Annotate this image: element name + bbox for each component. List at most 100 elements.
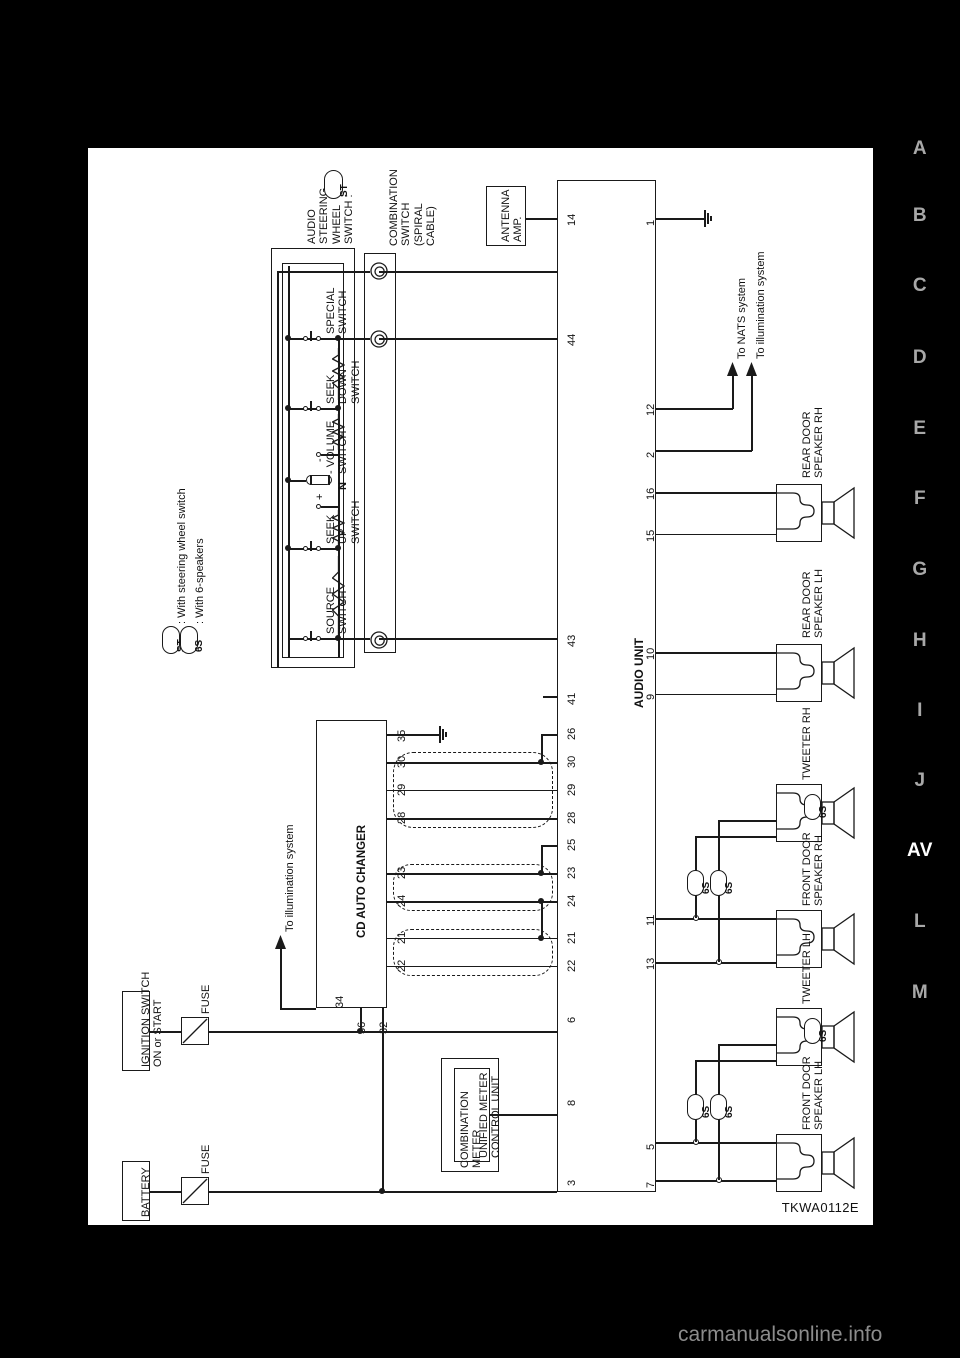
audio-unit-pin-21: 21 bbox=[566, 931, 578, 944]
rail-item-a[interactable]: A bbox=[912, 138, 928, 159]
arrow-to-illumination-left-icon bbox=[275, 935, 286, 949]
pin12-wire-vert bbox=[732, 376, 734, 409]
rail-item-l[interactable]: L bbox=[913, 911, 927, 932]
seek-down-junction-right bbox=[335, 405, 341, 411]
audio-unit-pin-24: 24 bbox=[566, 894, 578, 907]
fuse-ignition bbox=[181, 1017, 209, 1045]
unified-meter-control-unit-box bbox=[454, 1068, 490, 1162]
rail-item-g[interactable]: G bbox=[912, 559, 928, 580]
antenna-amp-box bbox=[486, 186, 526, 246]
cd-wire-23 bbox=[387, 873, 557, 875]
wiring-diagram-canvas: ST : With steering wheel switch 6S : Wit… bbox=[88, 148, 873, 1225]
rail-item-h[interactable]: H bbox=[912, 630, 928, 651]
rail-item-c[interactable]: C bbox=[912, 275, 928, 296]
audio-unit-pin-29: 29 bbox=[566, 783, 578, 796]
rail-item-e[interactable]: E bbox=[913, 418, 927, 439]
front-door-speaker-rh-body bbox=[776, 910, 822, 968]
rear-door-speaker-lh-cone-icon bbox=[822, 646, 855, 700]
battery-box bbox=[122, 1161, 150, 1221]
seek-up-junction-left bbox=[285, 545, 291, 551]
cd-pin35-ground-wire bbox=[387, 734, 439, 736]
audio-unit-pin-14: 14 bbox=[566, 213, 578, 226]
shield3-junction bbox=[538, 935, 544, 941]
rail-item-b[interactable]: B bbox=[912, 205, 928, 226]
legend-symbol-6s-pill: 6S bbox=[180, 626, 205, 654]
rail-item-j[interactable]: J bbox=[914, 770, 926, 791]
rail-item-av[interactable]: AV bbox=[907, 840, 933, 861]
cd-shield1-to-pin26 bbox=[541, 734, 543, 763]
legend-text-st: : With steering wheel switch bbox=[176, 488, 188, 624]
audio-unit-pin-23: 23 bbox=[566, 866, 578, 879]
source-contact-a bbox=[303, 635, 308, 641]
cd-wire-21 bbox=[387, 938, 557, 939]
audio-steering-wheel-switch-box bbox=[271, 248, 355, 668]
volume-plus-sign: + bbox=[314, 493, 326, 500]
cd-pin34-wire bbox=[280, 1008, 316, 1010]
pin-stub-44 bbox=[543, 338, 557, 340]
tweeter-lh-tag: 6S bbox=[817, 1029, 829, 1042]
ignition-wire-a bbox=[150, 1031, 181, 1033]
special-switch-line bbox=[288, 338, 338, 340]
to-illumination-right-label: To illumination system bbox=[755, 251, 767, 359]
combination-switch-spiral-cable-box bbox=[364, 253, 396, 653]
branch-tag-6s-rh-a-pill: 6S bbox=[687, 870, 712, 896]
pin1-ground-wire bbox=[656, 218, 704, 220]
shield1-junction bbox=[538, 759, 544, 765]
to-illumination-left-label: To illumination system bbox=[284, 824, 296, 932]
rail-item-i[interactable]: I bbox=[917, 700, 923, 721]
wire-to-coil3 bbox=[338, 638, 370, 640]
cd-wire-24 bbox=[387, 901, 557, 903]
cd-wire-28 bbox=[387, 818, 557, 820]
to-nats-label: To NATS system bbox=[736, 277, 748, 359]
pin11-wire bbox=[656, 918, 776, 920]
audio-unit-pin-43: 43 bbox=[566, 634, 578, 647]
fuse-battery bbox=[181, 1177, 209, 1205]
audio-unit-pin-16: 16 bbox=[645, 487, 657, 500]
branch-tag-6s-rh-b: 6S bbox=[723, 881, 735, 894]
source-blade bbox=[310, 631, 312, 641]
wire-to-coil2 bbox=[338, 338, 370, 340]
pin16-wire bbox=[656, 492, 776, 494]
legend-text-6s: : With 6-speakers bbox=[194, 538, 206, 624]
volume-neutral-label: N bbox=[337, 482, 349, 490]
wire-source-return-vert bbox=[277, 271, 279, 668]
rail-item-m[interactable]: M bbox=[911, 982, 929, 1003]
audio-unit-pin-7: 7 bbox=[645, 1181, 657, 1188]
junction-ignition-cd36 bbox=[357, 1028, 363, 1034]
pin2-wire bbox=[656, 450, 752, 452]
rail-item-d[interactable]: D bbox=[912, 347, 928, 368]
volume-minus-contact bbox=[316, 451, 321, 457]
rear-door-speaker-rh-body bbox=[776, 484, 822, 542]
special-switch-contact-a bbox=[303, 335, 308, 341]
pin-stub-14 bbox=[543, 218, 557, 220]
shield-group-3 bbox=[393, 929, 553, 976]
cd-pin-35: 35 bbox=[396, 729, 408, 742]
audio-unit-pin-22: 22 bbox=[566, 959, 578, 972]
tweeter-rh-branch-a-horiz bbox=[695, 836, 777, 838]
steering-switch-inner-box bbox=[282, 263, 344, 658]
switch-common-bus bbox=[288, 266, 290, 658]
volume-slider-body bbox=[306, 475, 332, 485]
audio-unit-pin-10: 10 bbox=[645, 647, 657, 660]
cd-wire-29 bbox=[387, 790, 557, 791]
audio-unit-pin-11: 11 bbox=[645, 914, 657, 926]
arrow-to-nats-icon bbox=[727, 362, 738, 376]
volume-wiper-junction bbox=[285, 477, 291, 483]
fuse-ignition-label: FUSE bbox=[200, 984, 212, 1014]
seek-down-blade bbox=[310, 401, 312, 411]
front-door-speaker-lh-cone-icon bbox=[822, 1136, 855, 1190]
pin9-wire bbox=[656, 694, 776, 695]
rear-door-speaker-lh-body bbox=[776, 644, 822, 702]
pin-stub-41 bbox=[543, 696, 557, 698]
tweeter-lh-cone-icon bbox=[822, 1010, 855, 1064]
audio-unit-pin-28: 28 bbox=[566, 811, 578, 824]
rail-item-f[interactable]: F bbox=[913, 488, 927, 509]
seek-down-switch-line bbox=[288, 408, 338, 410]
tweeter-lh-branch-b-horiz bbox=[718, 1044, 777, 1046]
switch-resistor-bus bbox=[338, 338, 340, 658]
audio-unit-pin-5: 5 bbox=[645, 1143, 657, 1150]
